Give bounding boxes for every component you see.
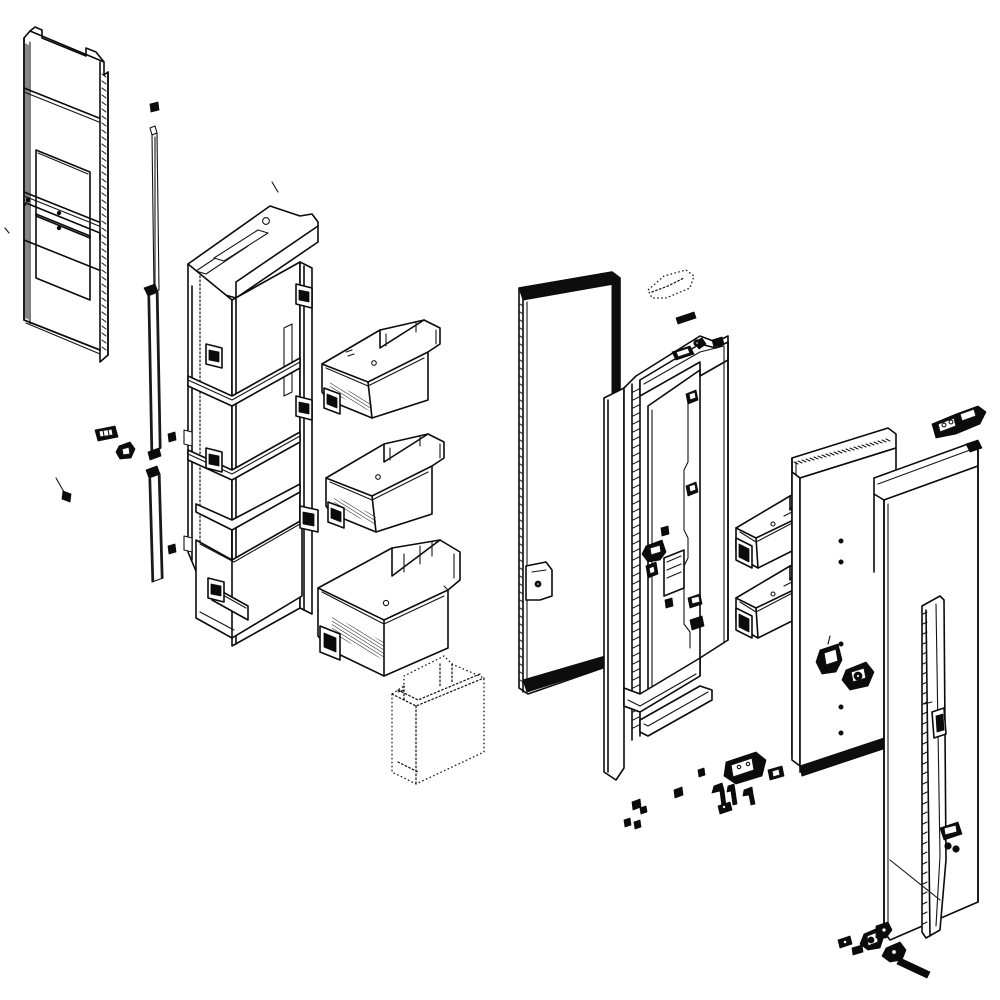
part-fresh-food-door-liner[interactable] xyxy=(603,335,729,781)
part-door-handle-trim[interactable] xyxy=(921,595,963,939)
part-freezer-shelf-bin-middle[interactable] xyxy=(325,433,445,533)
part-door-stop-plug-dotted[interactable] xyxy=(647,269,697,325)
part-dairy-bin-cover[interactable] xyxy=(391,655,485,785)
part-hinge-bracket-upper-right[interactable] xyxy=(931,405,987,439)
part-freezer-door-liner[interactable] xyxy=(183,181,319,647)
part-cam-riser-left[interactable] xyxy=(115,441,136,460)
part-screw-pack-bottom-right[interactable] xyxy=(837,921,931,979)
part-fresh-food-door-inner-panel[interactable] xyxy=(791,427,899,777)
part-fresh-food-door-outer-panel[interactable] xyxy=(873,439,983,941)
part-freezer-door-trim-strip-middle[interactable] xyxy=(143,283,162,461)
part-door-closer-cam[interactable] xyxy=(841,661,875,691)
part-freezer-door-inner-panel[interactable] xyxy=(4,26,109,363)
part-misc-fasteners[interactable] xyxy=(623,767,706,830)
part-door-stop-plug[interactable] xyxy=(149,101,177,555)
part-freezer-door-trim-strip-lower[interactable] xyxy=(145,465,164,583)
part-screw-pack-center[interactable] xyxy=(631,751,785,815)
part-freezer-shelf-bin-lower[interactable] xyxy=(317,539,461,677)
part-hinge-bracket-panel[interactable] xyxy=(815,635,843,675)
part-freezer-door-trim-strip-upper[interactable] xyxy=(149,125,160,293)
part-freezer-shelf-bin-upper[interactable] xyxy=(321,319,441,419)
liner-mount-lug xyxy=(295,283,319,533)
part-wire-harness-clip[interactable] xyxy=(55,477,72,503)
part-shelf-retainer-clip-left[interactable] xyxy=(94,425,119,442)
liner-mount-lug-left xyxy=(183,343,225,603)
part-switch-bracket[interactable] xyxy=(641,539,667,579)
